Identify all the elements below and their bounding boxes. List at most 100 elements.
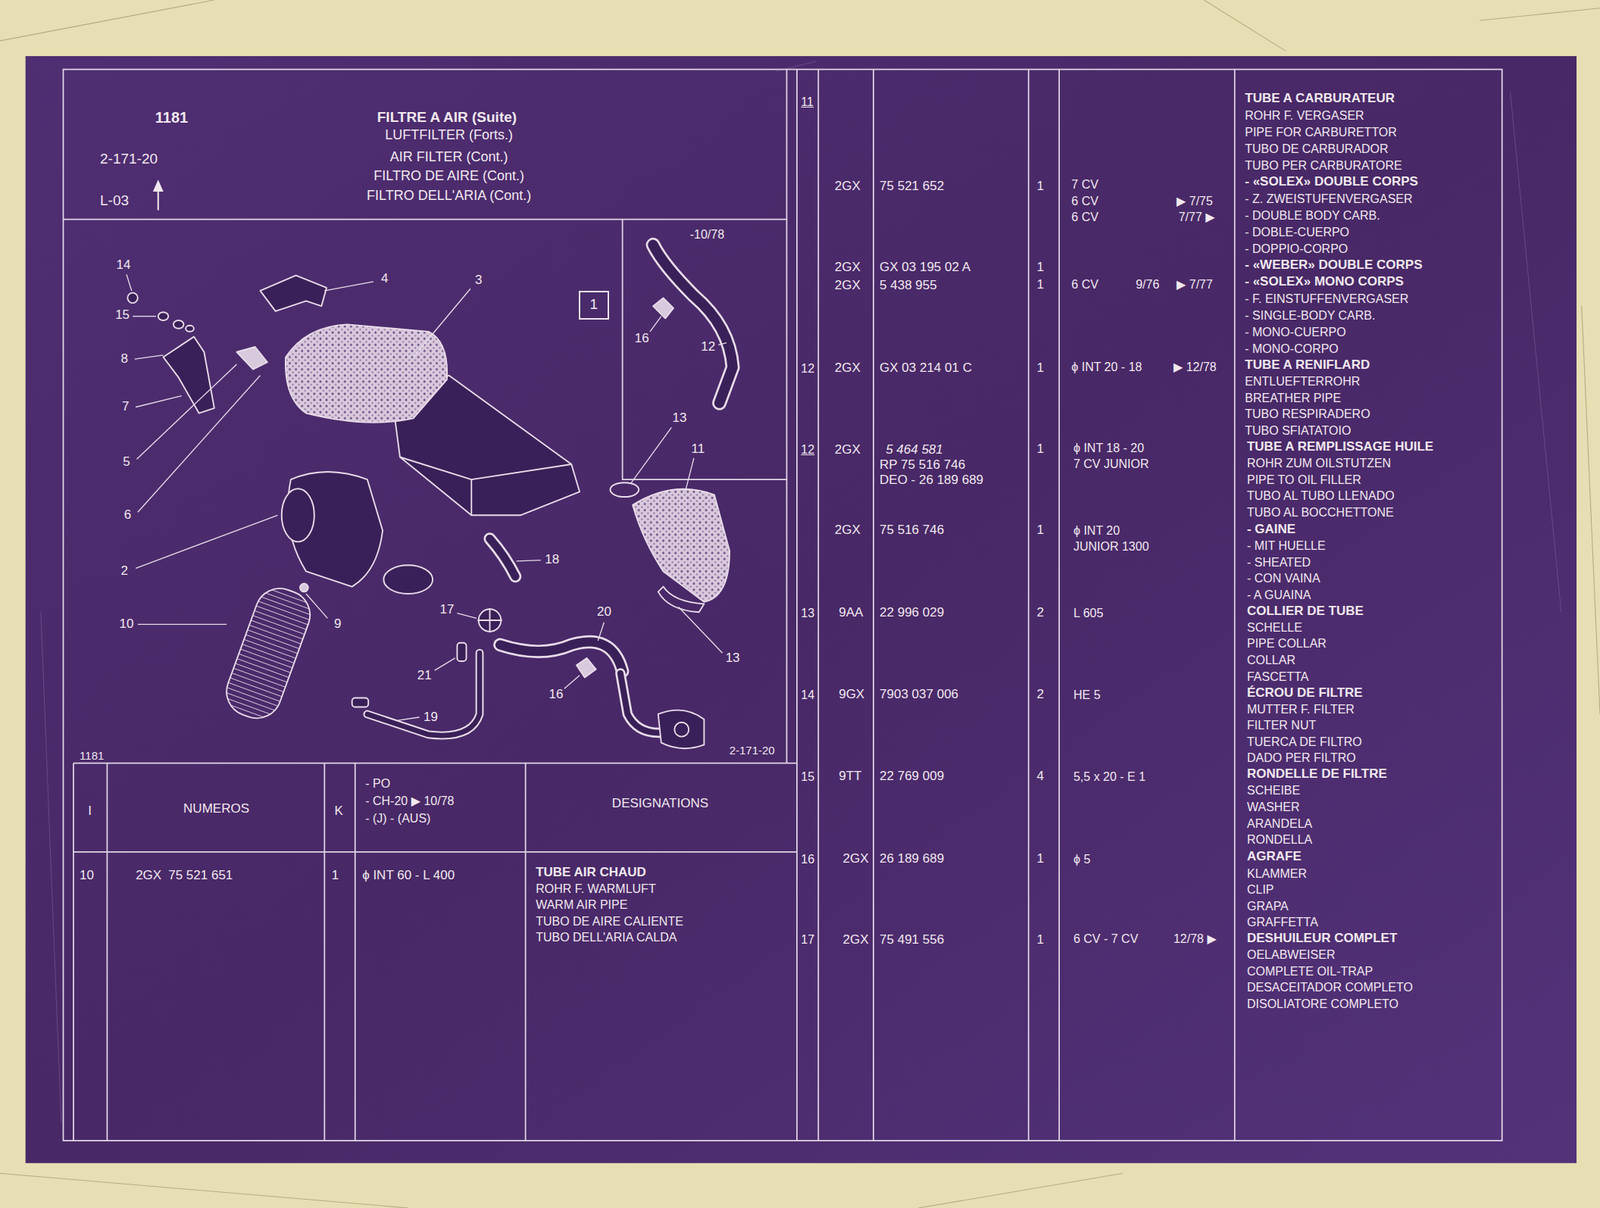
- designation-text: MUTTER F. FILTER: [1246, 702, 1355, 717]
- direction-arrow: [153, 181, 163, 191]
- designation-text: - MIT HUELLE: [1246, 538, 1326, 554]
- designation-text: - F. EINSTUFFENVERGASER: [1244, 291, 1409, 307]
- callout-number: 18: [544, 552, 560, 568]
- designation-text: - MONO-CUERPO: [1244, 325, 1346, 340]
- designation-text: GRAFFETTA: [1246, 915, 1319, 930]
- designation-text: ÉCROU DE FILTRE: [1246, 685, 1363, 701]
- table-cell: 16: [800, 852, 815, 867]
- table-cell: 2GX: [834, 178, 861, 194]
- designation-text: OELABWEISER: [1246, 947, 1335, 963]
- exploded-parts: [500, 642, 623, 672]
- designation-text: SCHEIBE: [1246, 783, 1300, 798]
- leader-lines: [324, 281, 374, 291]
- callout-number: 4: [381, 271, 388, 287]
- callout-number: 16: [549, 687, 564, 703]
- table-cell: 12: [800, 442, 815, 457]
- callout-number: 7: [121, 399, 129, 415]
- leader-lines: [137, 624, 227, 625]
- header-text: LUFTFILTER (Forts.): [384, 127, 513, 144]
- table-cell: 1: [1036, 259, 1044, 275]
- exploded-parts: [285, 324, 447, 422]
- exploded-parts: [658, 587, 705, 613]
- table-cell: 75 521 652: [879, 178, 944, 194]
- table-cell: - PO: [365, 776, 391, 791]
- table-cell: RP 75 516 746: [879, 457, 966, 473]
- table-rules: [73, 851, 797, 854]
- table-cell: 1: [1036, 277, 1044, 293]
- table-cell: ϕ 5: [1073, 852, 1091, 867]
- callout-number: 13: [672, 410, 688, 426]
- designation-text: SCHELLE: [1246, 620, 1303, 635]
- table-rules: [1058, 69, 1060, 1141]
- callout-number: 8: [121, 351, 129, 367]
- designation-text: TUBE A CARBURATEUR: [1244, 90, 1395, 107]
- table-cell: NUMEROS: [183, 801, 250, 817]
- table-cell: - (J) - (AUS): [365, 811, 431, 826]
- designation-text: TUBO AL BOCCHETTONE: [1246, 505, 1394, 520]
- exploded-parts: [400, 457, 572, 481]
- table-cell: DESIGNATIONS: [612, 796, 709, 812]
- film-scratches: [0, 1173, 409, 1208]
- table-cell: 26 189 689: [879, 851, 944, 867]
- designation-text: PIPE COLLAR: [1246, 636, 1327, 651]
- table-cell: 7 CV: [1071, 177, 1099, 192]
- exploded-parts: [367, 653, 480, 736]
- leader-lines: [564, 675, 580, 690]
- designation-text: - CON VAINA: [1246, 571, 1321, 586]
- table-cell: 7 CV JUNIOR: [1073, 456, 1150, 472]
- table-cell: ▶ 12/78: [1173, 359, 1217, 375]
- table-cell: 17: [800, 932, 815, 947]
- designation-text: ROHR F. VERGASER: [1244, 108, 1364, 123]
- designation-text: - «SOLEX» DOUBLE CORPS: [1244, 174, 1419, 190]
- table-cell: GX 03 195 02 A: [879, 259, 971, 275]
- leader-lines: [126, 274, 727, 721]
- designation-text: COLLAR: [1246, 653, 1296, 668]
- leader-lines: [135, 396, 182, 408]
- designation-text: DESACEITADOR COMPLETO: [1246, 980, 1413, 995]
- exploded-parts: [173, 320, 184, 329]
- exploded-parts: [674, 722, 689, 738]
- designation-text: BREATHER PIPE: [1244, 390, 1341, 406]
- header-text: 2-171-20: [100, 150, 158, 169]
- table-cell: 5 438 955: [879, 278, 938, 294]
- designation-text: TUBO RESPIRADERO: [1244, 406, 1370, 422]
- exploded-parts: [490, 538, 516, 577]
- table-cell: 12/78 ▶: [1173, 931, 1217, 947]
- leader-lines: [434, 658, 456, 671]
- header-text: AIR FILTER (Cont.): [390, 149, 509, 166]
- exploded-parts: [158, 312, 169, 321]
- designation-text: ROHR ZUM OILSTUTZEN: [1246, 456, 1391, 471]
- table-cell: 5,5 x 20 - E 1: [1073, 769, 1146, 785]
- table-rules: [796, 69, 798, 1141]
- table-cell: 6 CV: [1071, 193, 1099, 209]
- callout-number: 17: [439, 602, 454, 618]
- table-cell: 75 521 651: [168, 868, 233, 884]
- leader-lines: [630, 427, 672, 484]
- exploded-parts: [609, 482, 639, 497]
- table-cell: 1: [1036, 360, 1044, 376]
- table-cell: ϕ INT 18 - 20: [1073, 440, 1144, 456]
- table-rules: [63, 69, 1503, 1141]
- leader-lines: [678, 607, 723, 654]
- header-text: 2-171-20: [729, 743, 775, 758]
- designation-text: TUBE A REMPLISSAGE HUILE: [1246, 439, 1434, 455]
- table-cell: 10: [79, 868, 94, 884]
- designation-text: DISOLIATORE COMPLETO: [1246, 996, 1399, 1012]
- table-cell: 9TT: [838, 768, 862, 785]
- table-cell: 9/76: [1135, 277, 1160, 292]
- leader-lines: [597, 622, 604, 641]
- exploded-parts: [632, 489, 730, 603]
- designation-text: - SHEATED: [1246, 555, 1311, 570]
- reference-number: 1: [590, 296, 599, 314]
- header-text: 1181: [79, 749, 104, 763]
- callout-number: 10: [119, 616, 135, 632]
- designation-text: - DOUBLE BODY CARB.: [1244, 208, 1380, 223]
- exploded-parts: [576, 658, 597, 679]
- designation-text: - DOBLE-CUERPO: [1244, 225, 1350, 240]
- table-cell: 9AA: [838, 605, 863, 621]
- table-rules: [786, 69, 788, 764]
- header-text: FILTRO DE AIRE (Cont.): [373, 168, 525, 185]
- table-cell: ▶ 7/75: [1176, 193, 1213, 209]
- leader-lines: [685, 458, 694, 491]
- table-rules: [63, 218, 788, 221]
